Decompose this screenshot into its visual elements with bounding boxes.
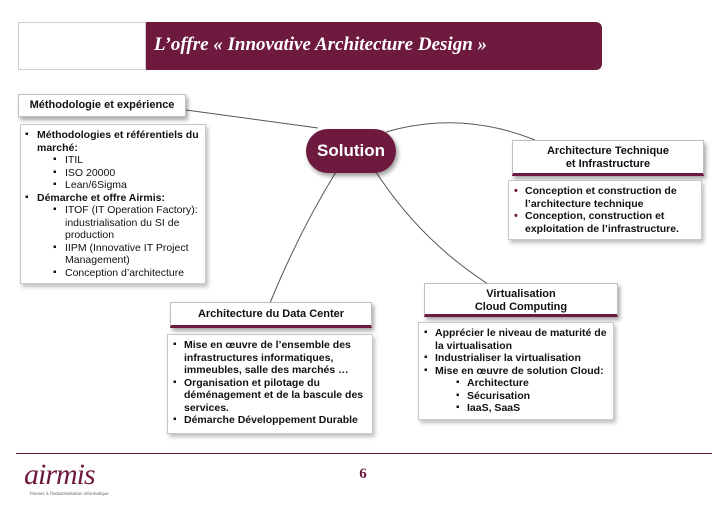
list-item: Conception, construction et exploitation…: [511, 210, 698, 235]
list-item: Architecture: [421, 377, 611, 390]
list-item: Conception et construction de l’architec…: [511, 185, 698, 210]
datacenter-header-label: Architecture du Data Center: [197, 308, 345, 320]
list-item: ITIL: [23, 154, 203, 167]
virtualisation-subtitle: Cloud Computing: [474, 300, 568, 313]
list-item: IaaS, SaaS: [421, 402, 611, 415]
list-item: Apprécier le niveau de maturité de la vi…: [421, 327, 611, 352]
datacenter-header: Architecture du Data Center: [170, 302, 372, 328]
virtualisation-list: Apprécier le niveau de maturité de la vi…: [421, 327, 611, 415]
connector-architecture-technique: [385, 122, 536, 141]
footer-divider: [16, 453, 712, 454]
list-item: Mise en œuvre de l’ensemble des infrastr…: [170, 339, 370, 377]
architecture-technique-title: Architecture Technique: [546, 145, 670, 157]
brand-logo: airmis Passez à l'industrialisation info…: [22, 458, 112, 502]
list-item: Méthodologies et référentiels du marché:: [23, 129, 203, 154]
page-number: 6: [359, 466, 367, 482]
title-bar: L’offre « Innovative Architecture Design…: [146, 22, 602, 70]
list-item: ISO 20000: [23, 167, 203, 180]
list-item: IIPM (Innovative IT Project Management): [23, 242, 203, 267]
list-item: Conception d’architecture: [23, 267, 203, 280]
connector-datacenter: [269, 171, 337, 304]
connector-methodology: [185, 109, 319, 129]
methodology-header-label: Méthodologie et expérience: [29, 99, 175, 111]
methodology-list: Méthodologies et référentiels du marché:…: [23, 129, 203, 279]
solution-node: Solution: [306, 129, 396, 173]
architecture-technique-panel: Conception et construction de l’architec…: [508, 180, 702, 240]
list-item: Organisation et pilotage du déménagement…: [170, 377, 370, 415]
methodology-panel: Méthodologies et référentiels du marché:…: [20, 124, 206, 284]
list-item: Sécurisation: [421, 390, 611, 403]
virtualisation-panel: Apprécier le niveau de maturité de la vi…: [418, 322, 614, 420]
list-item: Mise en œuvre de solution Cloud:: [421, 365, 611, 378]
architecture-technique-subtitle: et Infrastructure: [565, 158, 651, 170]
architecture-technique-header: Architecture Technique et Infrastructure: [512, 140, 704, 176]
datacenter-list: Mise en œuvre de l’ensemble des infrastr…: [170, 339, 370, 427]
architecture-technique-list: Conception et construction de l’architec…: [511, 185, 698, 235]
virtualisation-header: Virtualisation Cloud Computing: [424, 283, 618, 317]
list-item: Démarche et offre Airmis:: [23, 192, 203, 205]
list-item: ITOF (IT Operation Factory): industriali…: [23, 204, 203, 242]
brand-tagline: Passez à l'industrialisation informatiqu…: [30, 491, 109, 496]
datacenter-panel: Mise en œuvre de l’ensemble des infrastr…: [167, 334, 373, 434]
virtualisation-title: Virtualisation: [486, 288, 556, 300]
logo-placeholder: [18, 22, 146, 70]
page-title: L’offre « Innovative Architecture Design…: [154, 34, 488, 55]
brand-logo-text: airmis: [24, 458, 96, 491]
methodology-header: Méthodologie et expérience: [18, 94, 186, 117]
list-item: Lean/6Sigma: [23, 179, 203, 192]
connector-virtualisation: [375, 171, 489, 285]
list-item: Démarche Développement Durable: [170, 414, 370, 427]
list-item: Industrialiser la virtualisation: [421, 352, 611, 365]
